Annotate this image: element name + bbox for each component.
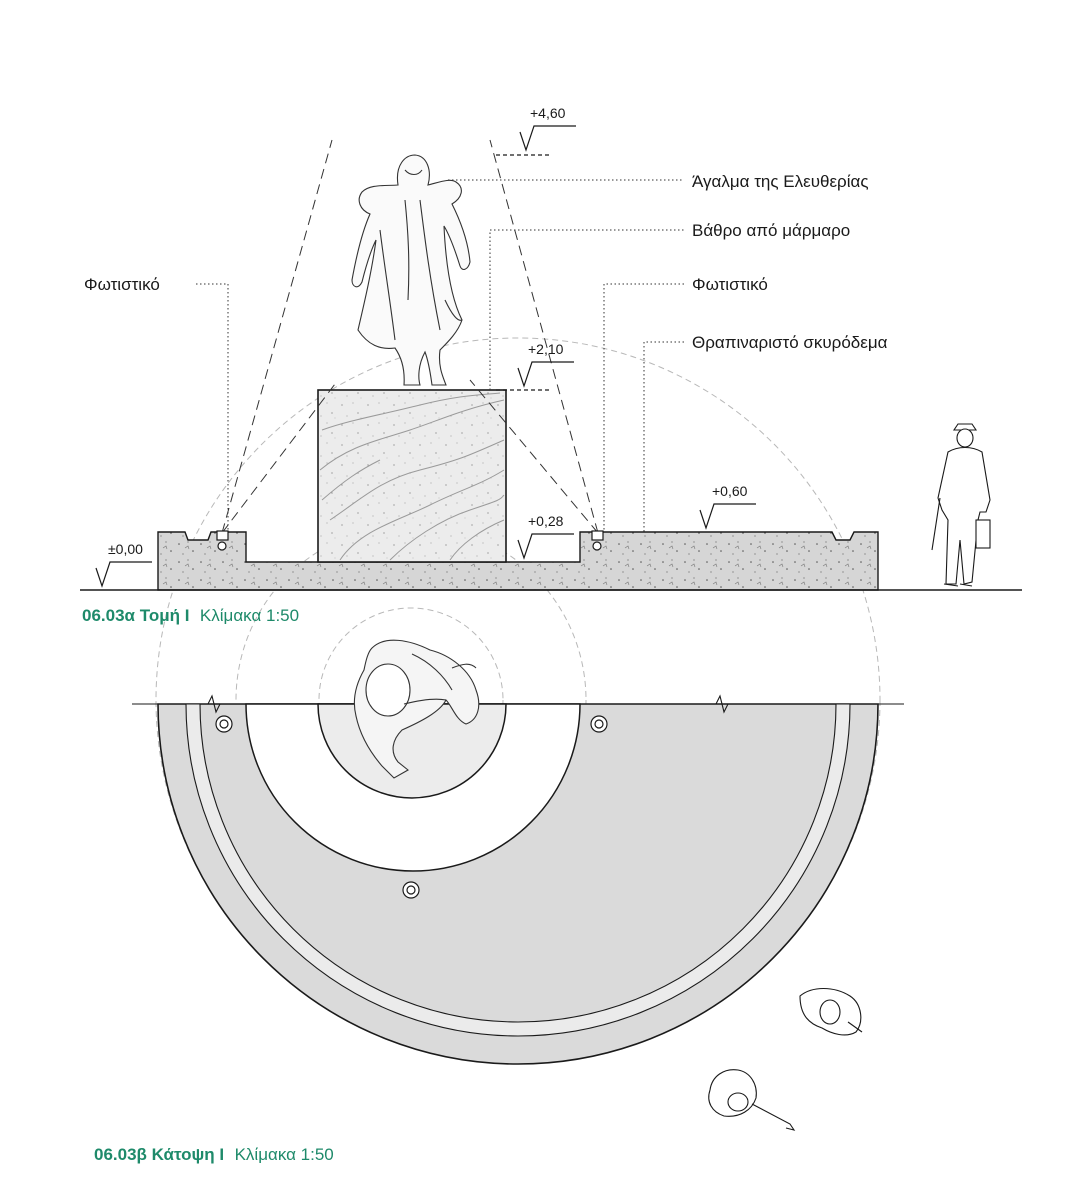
label-light-right: Φωτιστικό [692, 275, 768, 294]
section-caption: 06.03α Τομή Ι Κλίμακα 1:50 [82, 606, 299, 625]
section-view: +4,60 +2,10 +0,28 ±0,00 +0,60 Άγαλμα της… [80, 105, 1022, 1063]
plan-light-fixture-1 [215, 715, 233, 733]
plan-caption-scale: Κλίμακα 1:50 [235, 1145, 334, 1164]
person-top-view-2 [708, 1069, 796, 1131]
label-concrete: Θραπιναριστό σκυρόδεμα [692, 333, 888, 352]
person-top-view-1 [799, 987, 863, 1036]
guide-circle-outer [155, 337, 881, 1063]
plan-view: 06.03β Κάτοψη Ι Κλίμακα 1:50 [94, 639, 904, 1164]
plan-light-fixture-2 [590, 715, 608, 733]
leader-lines [196, 179, 684, 532]
plan-light-fixture-3 [402, 881, 420, 899]
light-beams [221, 139, 599, 534]
level-markers [95, 125, 756, 588]
plan-caption: 06.03β Κάτοψη Ι Κλίμακα 1:50 [94, 1145, 334, 1164]
label-light-left: Φωτιστικό [84, 275, 160, 294]
section-caption-code: 06.03α Τομή Ι [82, 606, 189, 625]
section-caption-scale: Κλίμακα 1:50 [200, 606, 299, 625]
label-statue: Άγαλμα της Ελευθερίας [692, 172, 869, 191]
light-fixture-right [591, 530, 604, 551]
concrete-platform [157, 531, 879, 591]
level-pedestal-top: +2,10 [528, 341, 564, 357]
marble-veins [319, 392, 505, 561]
level-pit-floor: +0,28 [528, 513, 564, 529]
walking-man-figure [931, 423, 991, 587]
level-platform: +0,60 [712, 483, 748, 499]
level-top: +4,60 [530, 105, 566, 121]
statue-top-view [353, 639, 480, 779]
level-ground: ±0,00 [108, 541, 143, 557]
plan-caption-code: 06.03β Κάτοψη Ι [94, 1145, 224, 1164]
statue-of-liberty [351, 154, 471, 386]
light-fixture-left [216, 530, 229, 551]
label-pedestal: Βάθρο από μάρμαρο [692, 221, 850, 240]
marble-pedestal [317, 389, 507, 563]
